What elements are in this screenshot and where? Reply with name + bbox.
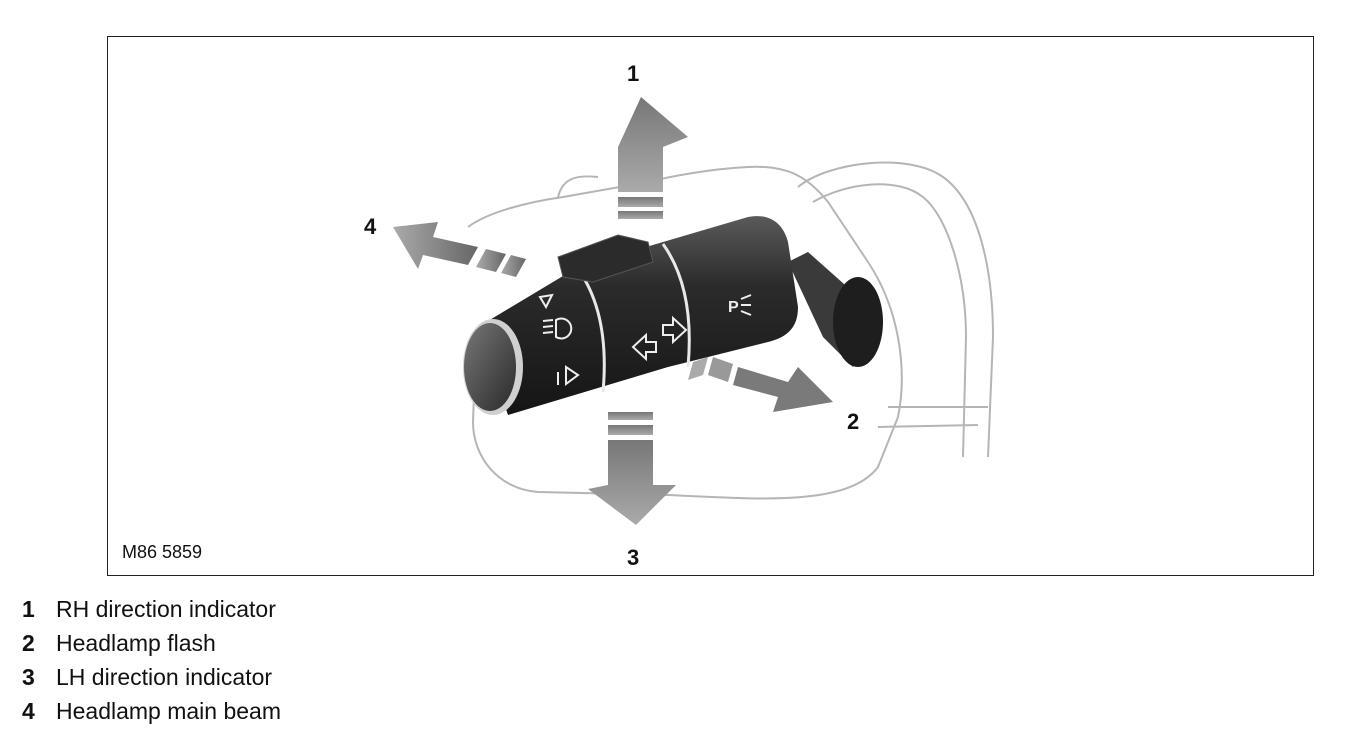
arrow-rh-indicator	[618, 97, 688, 219]
indicator-arrows-icon	[631, 315, 688, 362]
stalk-body	[478, 216, 798, 415]
legend-item: 4 Headlamp main beam	[22, 698, 281, 732]
figure-reference: M86 5859	[122, 542, 203, 562]
legend-label: Headlamp main beam	[56, 698, 282, 724]
legend-number: 4	[22, 698, 35, 724]
stalk-end-cap	[464, 323, 516, 411]
headlamp-icon	[538, 293, 573, 340]
stalk-illustration: P	[393, 97, 995, 525]
arrow-lh-indicator	[588, 412, 676, 525]
legend-number: 2	[22, 630, 35, 656]
legend-item: 1 RH direction indicator	[22, 596, 281, 630]
steering-wheel-outline	[797, 161, 995, 458]
diagram-frame: P 1 2 3 4 M86 5859	[107, 36, 1314, 576]
callout-1: 1	[627, 61, 640, 86]
legend-item: 2 Headlamp flash	[22, 630, 281, 664]
arrow-headlamp-flash	[688, 357, 833, 412]
callout-4: 4	[364, 214, 377, 239]
stalk-pivot	[833, 277, 883, 367]
callout-2: 2	[847, 409, 860, 434]
svg-text:P: P	[728, 299, 739, 316]
legend-number: 1	[22, 596, 35, 622]
legend: 1 RH direction indicator 2 Headlamp flas…	[22, 596, 281, 732]
info-icon	[557, 365, 580, 386]
callout-3: 3	[627, 545, 640, 570]
legend-item: 3 LH direction indicator	[22, 664, 281, 698]
legend-number: 3	[22, 664, 35, 690]
legend-label: RH direction indicator	[56, 596, 276, 622]
stalk-button	[557, 234, 654, 283]
parking-lamp-icon: P	[728, 294, 752, 316]
legend-label: Headlamp flash	[56, 630, 216, 656]
legend-label: LH direction indicator	[56, 664, 273, 690]
arrow-main-beam	[393, 222, 526, 277]
